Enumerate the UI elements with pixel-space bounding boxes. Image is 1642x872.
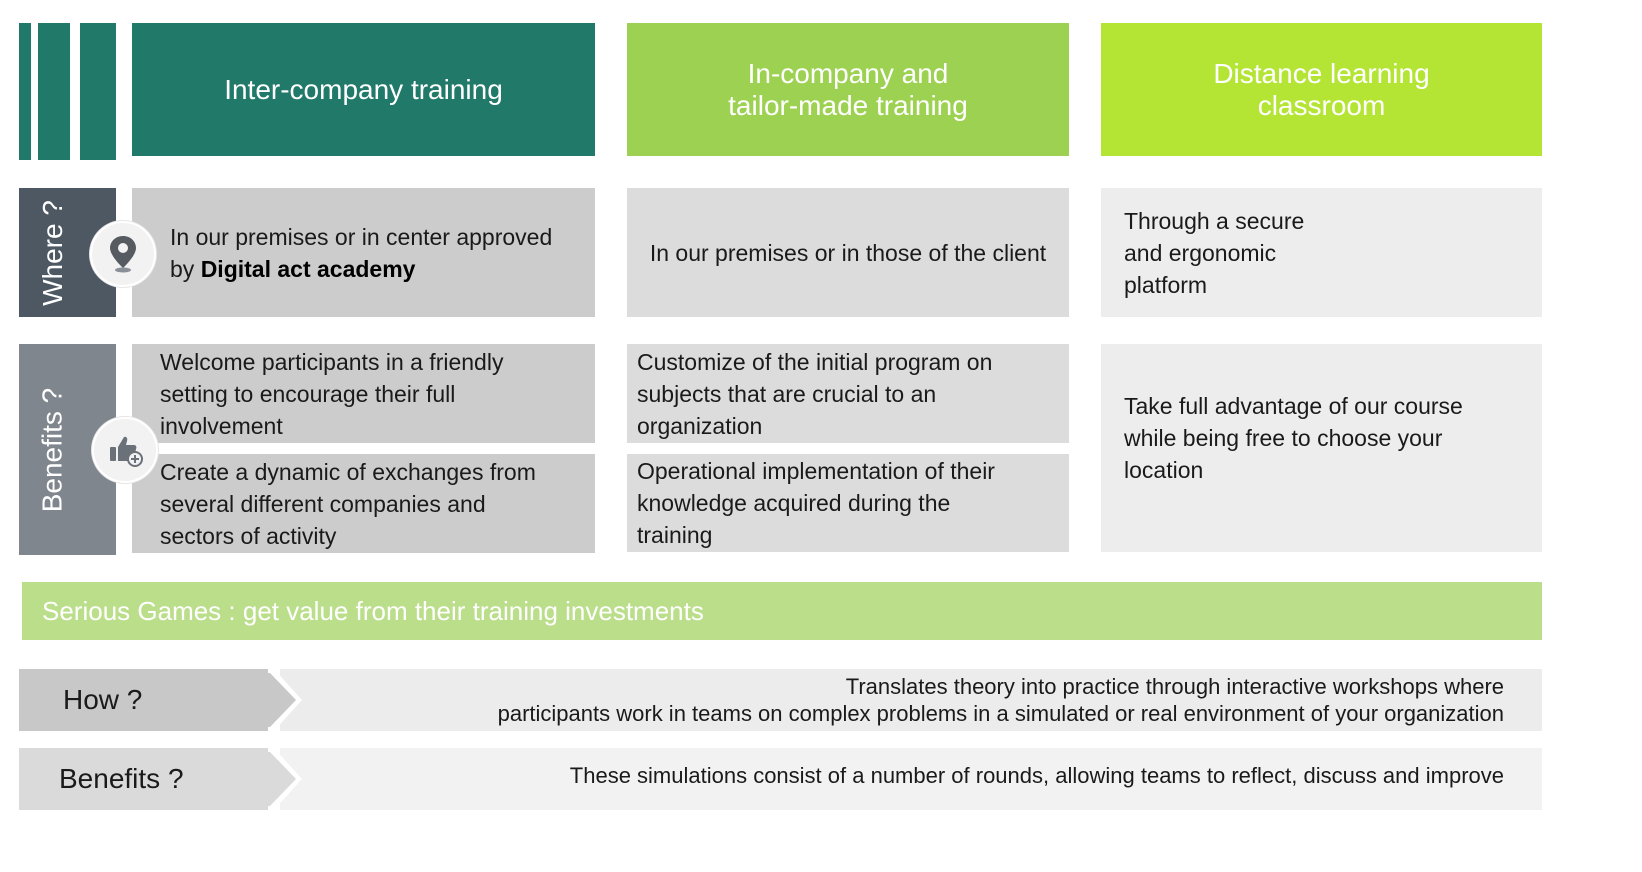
decorative-stripe <box>80 23 116 160</box>
map-pin-icon <box>110 236 136 273</box>
serious-games-banner: Serious Games : get value from their tra… <box>22 582 1542 640</box>
header-in-company-label: In-company and tailor-made training <box>728 57 968 121</box>
benefits-in-company-text-2: Operational implementation of their know… <box>637 458 995 548</box>
sg-benefits-text-line: These simulations consist of a number of… <box>569 763 1504 788</box>
how-arrow <box>268 669 302 731</box>
how-label: How ? <box>19 669 270 731</box>
thumbs-up-plus-icon <box>110 436 143 467</box>
where-icon-badge <box>90 221 156 287</box>
benefits-inter-company-cell-2: Create a dynamic of exchanges from sever… <box>132 454 595 553</box>
serious-games-title: Serious Games : get value from their tra… <box>42 595 704 626</box>
sg-benefits-text: These simulations consist of a number of… <box>300 748 1542 803</box>
benefits-in-company-cell-1: Customize of the initial program on subj… <box>627 344 1069 443</box>
header-distance-learning: Distance learning classroom <box>1101 23 1542 156</box>
header-in-company: In-company and tailor-made training <box>627 23 1069 156</box>
sg-benefits-label: Benefits ? <box>19 748 270 810</box>
decorative-stripe <box>19 23 31 160</box>
header-inter-company: Inter-company training <box>132 23 595 156</box>
benefits-distance-cell: Take full advantage of our course while … <box>1101 344 1542 552</box>
benefits-in-company-text-1: Customize of the initial program on subj… <box>637 348 993 439</box>
header-inter-company-label: Inter-company training <box>224 73 503 105</box>
where-distance-cell: Through a secure and ergonomic platform <box>1101 188 1542 317</box>
benefits-label-text: Benefits ? <box>36 387 68 512</box>
how-text-line-1: Translates theory into practice through … <box>845 674 1504 699</box>
decorative-stripe <box>38 23 70 160</box>
where-label-text: Where ? <box>36 199 68 306</box>
sg-benefits-text-panel <box>280 748 1542 810</box>
benefits-in-company-cell-2: Operational implementation of their know… <box>627 454 1069 552</box>
brand-name: Digital act academy <box>200 255 416 282</box>
sg-benefits-arrow <box>268 748 302 810</box>
where-inter-company-text: In our premises or in center approved by… <box>170 221 565 285</box>
benefits-inter-company-text-2: Create a dynamic of exchanges from sever… <box>160 458 536 549</box>
header-distance-label: Distance learning classroom <box>1213 57 1430 121</box>
how-text-line-2: participants work in teams on complex pr… <box>497 701 1504 726</box>
where-distance-text: Through a secure and ergonomic platform <box>1124 207 1305 298</box>
where-in-company-cell: In our premises or in those of the clien… <box>627 188 1069 317</box>
benefits-inter-company-text-1: Welcome participants in a friendly setti… <box>160 348 504 439</box>
benefits-distance-text: Take full advantage of our course while … <box>1124 393 1463 483</box>
how-label-text: How ? <box>63 684 143 715</box>
how-text-panel <box>280 669 1542 731</box>
where-in-company-text: In our premises or in those of the clien… <box>649 239 1047 266</box>
how-text: Translates theory into practice through … <box>300 669 1542 731</box>
benefits-icon-badge <box>92 417 158 483</box>
benefits-inter-company-cell-1: Welcome participants in a friendly setti… <box>132 344 595 443</box>
where-inter-company-prefix: In our premises or in center approved by <box>170 223 553 282</box>
sg-benefits-label-text: Benefits ? <box>59 763 184 794</box>
where-inter-company-cell: In our premises or in center approved by… <box>132 188 595 317</box>
